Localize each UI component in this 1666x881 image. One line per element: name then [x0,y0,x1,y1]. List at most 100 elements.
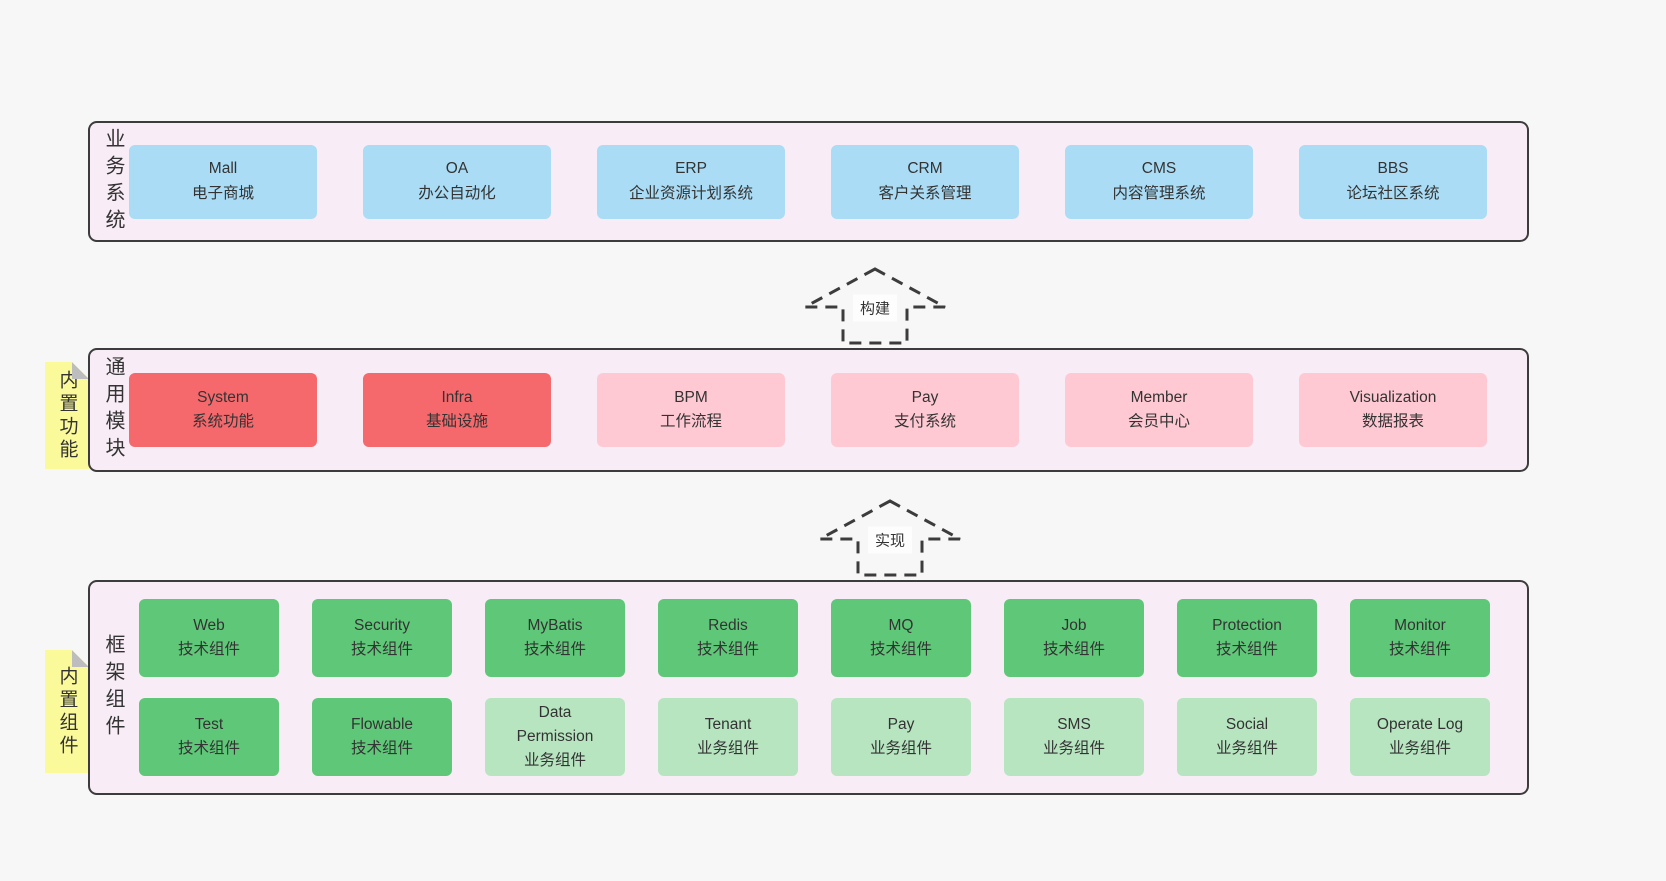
box-mybatis-en: MyBatis [527,616,583,634]
box-social-zh: 业务组件 [1215,740,1278,757]
box-pay-component-zh: 业务组件 [869,740,932,757]
box-test: Test 技术组件 [139,698,279,776]
box-test-en: Test [194,715,224,733]
dashed-up-arrow-icon [804,267,946,345]
framework-row-2: Test 技术组件 Flowable 技术组件 Data Permission … [139,698,1490,776]
sticky-note-built-in-components: 内置组件 [45,650,89,773]
box-pay-module-en: Pay [911,388,939,406]
sticky-note-built-in-features: 内置功能 [45,362,89,469]
section-modules-label: 通用模块 [102,356,124,464]
folded-corner-icon [72,650,89,667]
box-redis-zh: 技术组件 [696,641,759,658]
box-mybatis: MyBatis 技术组件 [485,599,625,677]
box-web-zh: 技术组件 [177,641,240,658]
box-visualization-zh: 数据报表 [1361,413,1424,430]
box-redis: Redis 技术组件 [658,599,798,677]
box-bbs: BBS 论坛社区系统 [1299,144,1487,219]
box-member-en: Member [1130,388,1188,406]
box-mybatis-zh: 技术组件 [523,641,586,658]
section-framework-components: 框架组件 Web 技术组件 Security 技术组件 MyBatis 技术组件… [88,580,1529,795]
box-operate-log-zh: 业务组件 [1388,740,1451,757]
box-mq-en: MQ [888,616,914,634]
box-web: Web 技术组件 [139,599,279,677]
box-tenant-zh: 业务组件 [696,740,759,757]
box-protection-zh: 技术组件 [1215,641,1278,658]
section-business-label: 业务系统 [102,127,124,236]
box-infra: Infra 基础设施 [363,373,551,447]
box-member: Member 会员中心 [1065,373,1253,447]
box-social: Social 业务组件 [1177,698,1317,776]
box-mq-zh: 技术组件 [869,641,932,658]
arrow-build: 构建 [800,266,950,346]
box-cms-en: CMS [1141,160,1177,178]
framework-row-1: Web 技术组件 Security 技术组件 MyBatis 技术组件 Redi… [139,599,1490,677]
box-oa: OA 办公自动化 [363,144,551,219]
box-protection: Protection 技术组件 [1177,599,1317,677]
box-tenant-en: Tenant [704,715,752,733]
arrow-build-label: 构建 [852,294,898,322]
box-infra-en: Infra [441,388,473,406]
box-bbs-zh: 论坛社区系统 [1346,184,1440,202]
box-sms-zh: 业务组件 [1042,740,1105,757]
sticky-modules-text: 内置功能 [56,369,78,462]
arrow-implement: 实现 [815,498,965,578]
box-web-en: Web [193,616,225,634]
box-oa-zh: 办公自动化 [418,184,496,202]
box-bpm-en: BPM [674,388,708,406]
box-pay-component: Pay 业务组件 [831,698,971,776]
box-monitor-en: Monitor [1394,616,1446,634]
box-visualization: Visualization 数据报表 [1299,373,1487,447]
dashed-up-arrow-icon [819,499,961,577]
box-pay-component-en: Pay [887,715,915,733]
framework-rows: Web 技术组件 Security 技术组件 MyBatis 技术组件 Redi… [139,599,1490,776]
box-monitor-zh: 技术组件 [1388,641,1451,658]
box-protection-en: Protection [1212,616,1282,634]
modules-boxes-row: System 系统功能 Infra 基础设施 BPM 工作流程 Pay 支付系统… [129,373,1487,447]
box-erp-en: ERP [675,160,707,178]
box-mq: MQ 技术组件 [831,599,971,677]
box-erp-zh: 企业资源计划系统 [628,184,753,202]
box-mall-en: Mall [208,160,238,178]
box-operate-log-en: Operate Log [1376,715,1464,733]
business-boxes-row: Mall 电子商城 OA 办公自动化 ERP 企业资源计划系统 CRM 客户关系… [129,144,1487,219]
box-operate-log: Operate Log 业务组件 [1350,698,1490,776]
box-crm: CRM 客户关系管理 [831,144,1019,219]
box-pay-module-zh: 支付系统 [893,413,956,430]
box-erp: ERP 企业资源计划系统 [597,144,785,219]
box-security-zh: 技术组件 [350,641,413,658]
box-oa-en: OA [445,160,469,178]
box-system: System 系统功能 [129,373,317,447]
arrow-implement-label: 实现 [867,526,913,554]
box-member-zh: 会员中心 [1127,413,1190,430]
box-bpm-zh: 工作流程 [659,413,722,430]
box-job-en: Job [1061,616,1087,634]
box-crm-en: CRM [907,160,943,178]
sticky-framework-text: 内置组件 [56,665,78,758]
box-cms-zh: 内容管理系统 [1112,184,1206,202]
section-business-systems: 业务系统 Mall 电子商城 OA 办公自动化 ERP 企业资源计划系统 CRM… [88,121,1529,242]
box-sms-en: SMS [1057,715,1091,733]
section-framework-label: 框架组件 [102,633,124,742]
box-system-en: System [197,388,249,406]
box-infra-zh: 基础设施 [425,413,488,430]
box-crm-zh: 客户关系管理 [878,184,972,202]
section-common-modules: 通用模块 System 系统功能 Infra 基础设施 BPM 工作流程 Pay… [88,348,1529,472]
box-security-en: Security [354,616,410,634]
box-visualization-en: Visualization [1349,388,1437,406]
box-data-permission: Data Permission 业务组件 [485,698,625,776]
box-flowable: Flowable 技术组件 [312,698,452,776]
box-test-zh: 技术组件 [177,740,240,757]
box-social-en: Social [1225,715,1269,733]
folded-corner-icon [72,362,89,379]
box-job-zh: 技术组件 [1042,641,1105,658]
box-system-zh: 系统功能 [191,413,254,430]
box-mall-zh: 电子商城 [191,184,254,202]
box-cms: CMS 内容管理系统 [1065,144,1253,219]
box-tenant: Tenant 业务组件 [658,698,798,776]
box-pay-module: Pay 支付系统 [831,373,1019,447]
box-data-permission-zh: 业务组件 [523,752,586,769]
box-data-permission-en: Data Permission [516,703,594,745]
box-mall: Mall 电子商城 [129,144,317,219]
box-job: Job 技术组件 [1004,599,1144,677]
box-sms: SMS 业务组件 [1004,698,1144,776]
